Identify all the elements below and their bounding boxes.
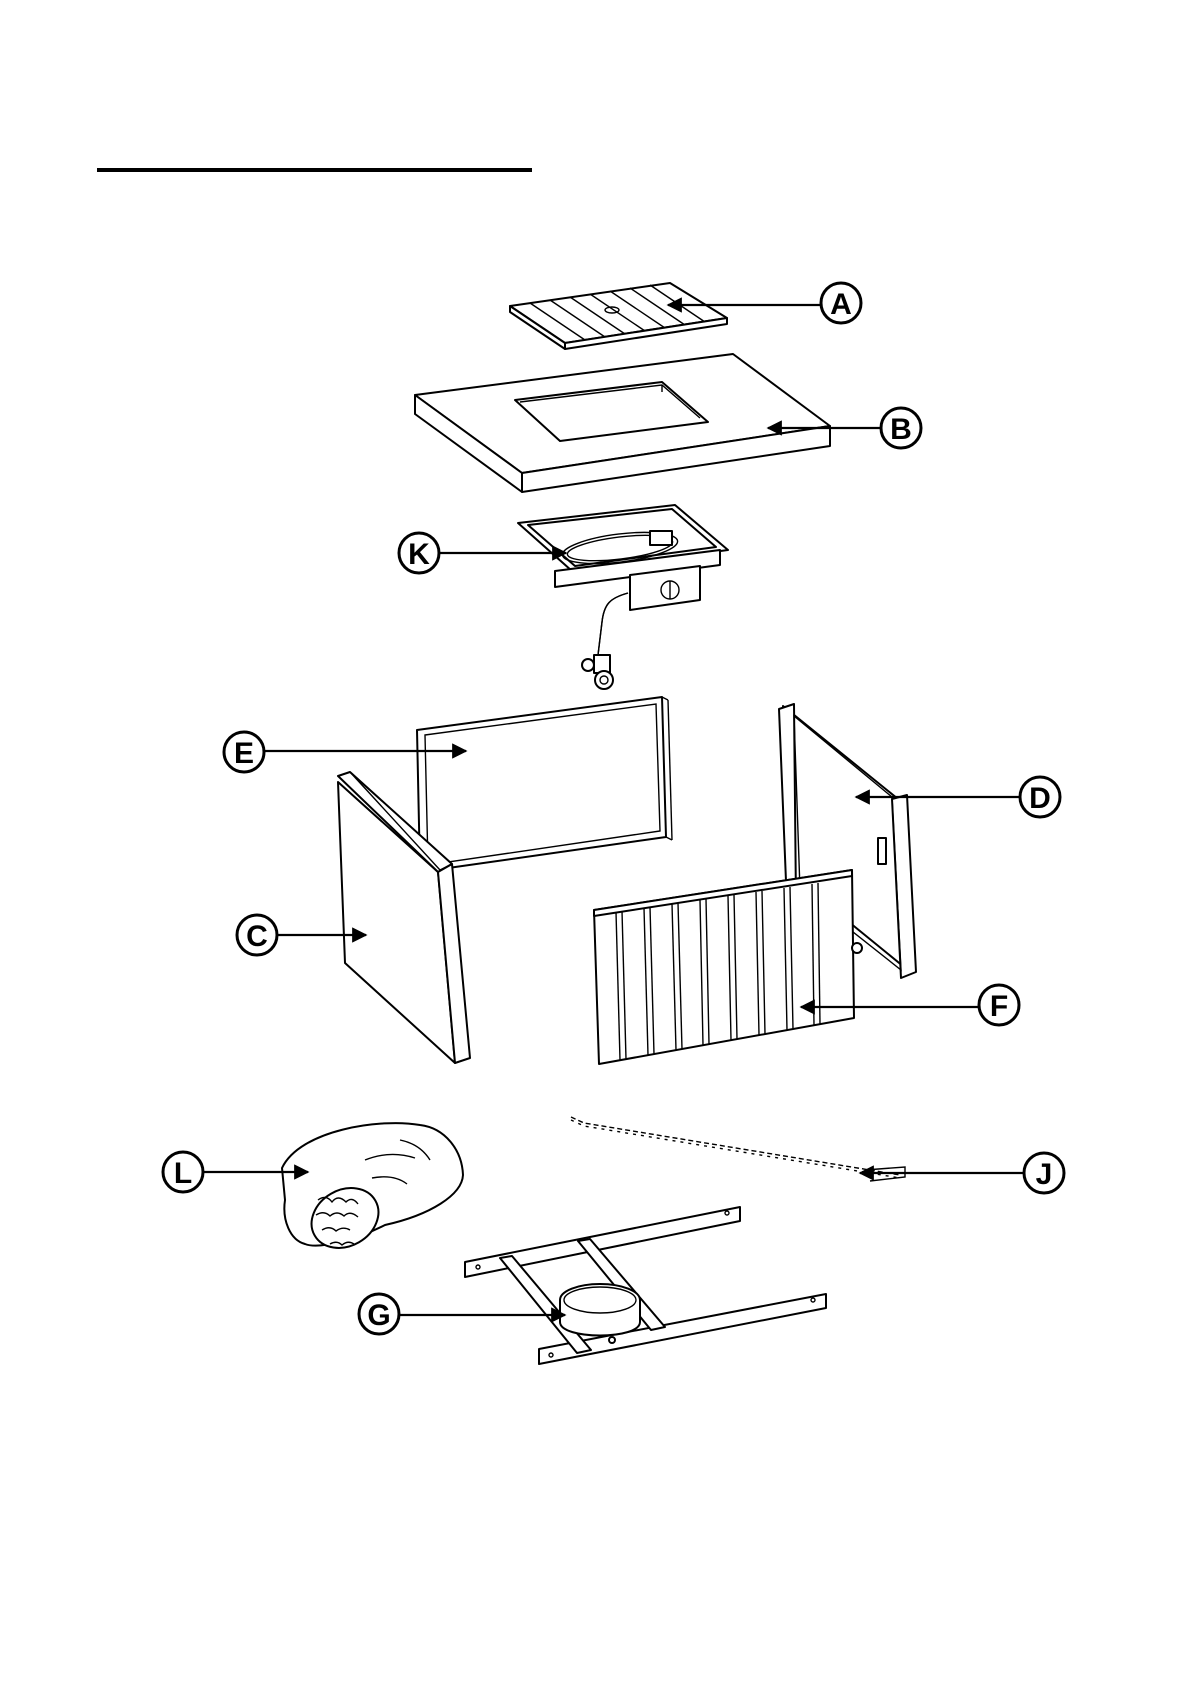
callout-b-label: B: [890, 413, 912, 446]
callout-a-label: A: [830, 288, 852, 321]
callout-f-label: F: [990, 990, 1008, 1023]
part-a-grate: [510, 283, 727, 349]
part-b-table-top: [415, 354, 830, 492]
callout-g-label: G: [367, 1299, 390, 1332]
part-k-burner-pan: [518, 505, 728, 689]
callout-e-label: E: [234, 737, 254, 770]
callout-j-label: J: [1036, 1158, 1053, 1191]
callout-l-label: L: [174, 1157, 192, 1190]
callout-c-label: C: [246, 920, 268, 953]
part-j-chain: [571, 1117, 905, 1181]
part-f-front-door: [594, 870, 862, 1064]
part-g-base-frame: [465, 1207, 826, 1364]
callout-d-label: D: [1029, 782, 1051, 815]
callout-j: J: [860, 1153, 1064, 1193]
callout-k-label: K: [408, 538, 430, 571]
part-l-lava-rock-bag: [282, 1123, 463, 1260]
part-e-rear-panel: [417, 697, 672, 872]
